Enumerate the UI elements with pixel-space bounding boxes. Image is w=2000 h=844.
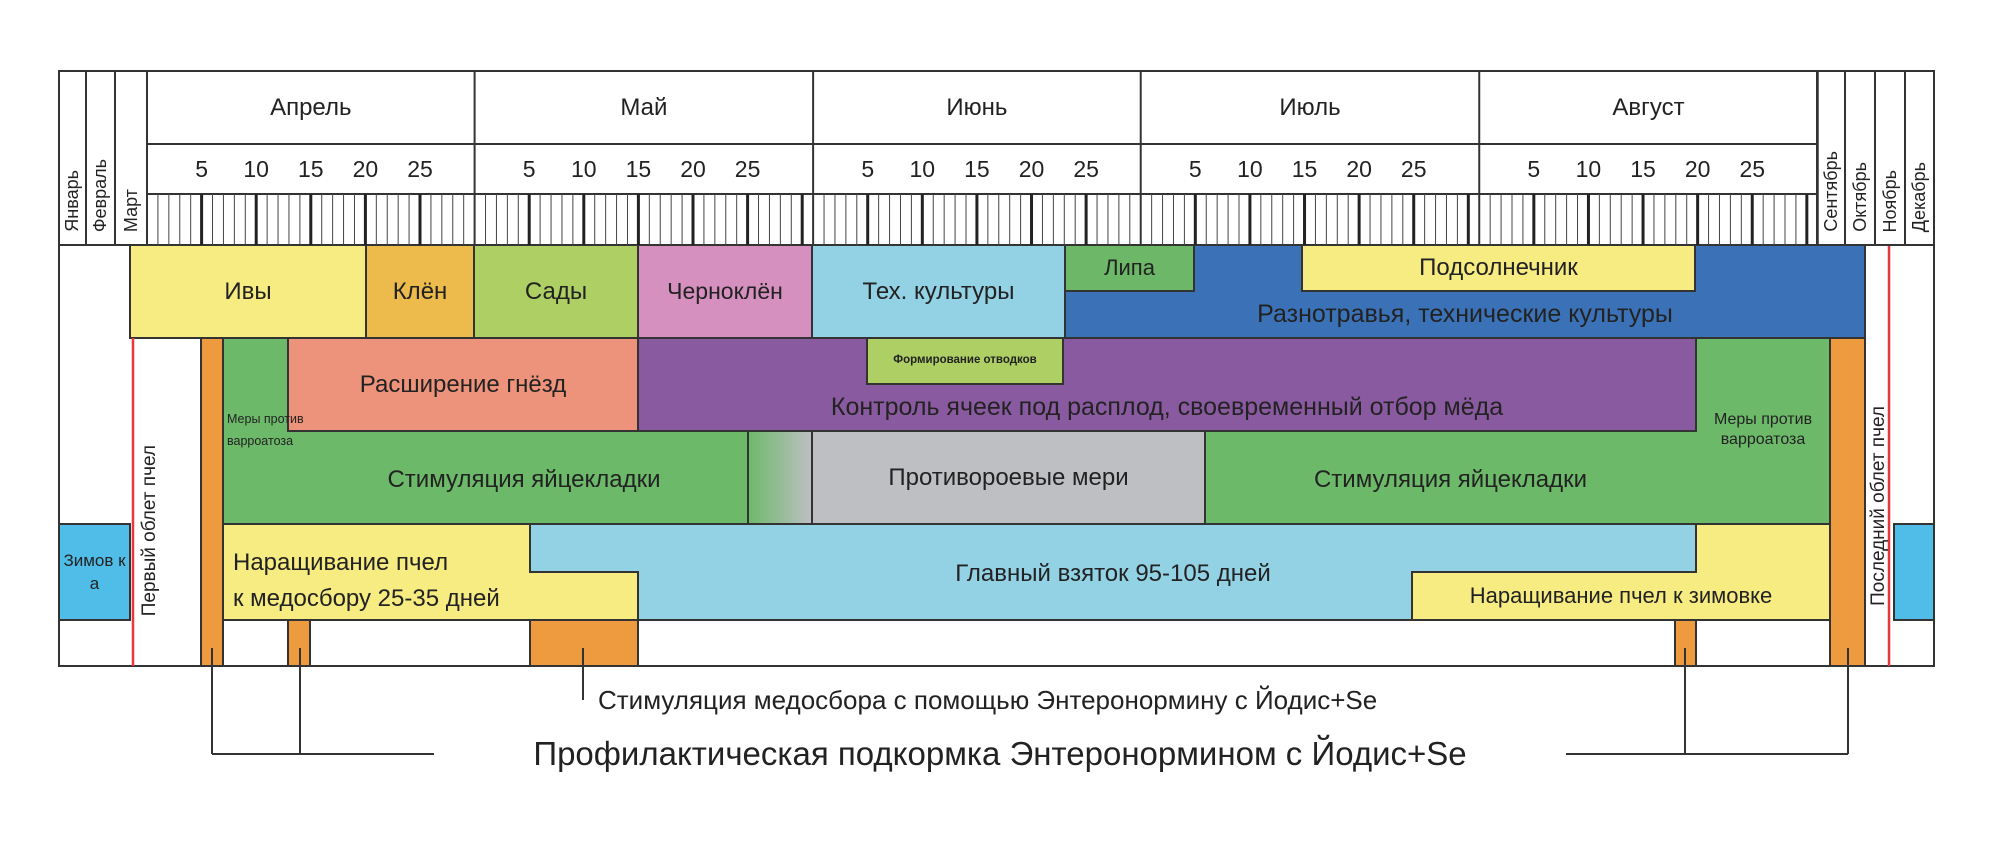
wintering-left-bar	[58, 523, 131, 621]
sunflower-bar	[1301, 244, 1696, 292]
month-february: Февраль	[89, 159, 110, 233]
last-flight-label: Последний облет пчел	[1868, 406, 1889, 606]
orchards-label: Сады	[524, 277, 588, 305]
day-number: 10	[243, 155, 269, 182]
day-number: 25	[1073, 155, 1099, 182]
day-number: 10	[1575, 155, 1602, 182]
honey-stimulation-callout: Стимуляция медосбора с помощью Энтеронор…	[598, 685, 1378, 716]
day-number: 5	[861, 155, 875, 182]
black-maple-label: Черноклён	[667, 278, 783, 305]
day-number: 25	[734, 155, 761, 182]
cell-control-bar	[637, 337, 1697, 432]
main-flow-label: Главный взяток 95-105 дней	[955, 560, 1271, 588]
day-number: 25	[407, 155, 433, 182]
linden-label: Липа	[1104, 255, 1155, 281]
sunflower-label: Подсолнечник	[1419, 254, 1578, 282]
month-label: Август	[1612, 93, 1685, 121]
willows-label: Ивы	[224, 277, 272, 305]
day-number: 20	[680, 155, 706, 182]
varroa-autumn-label: Меры против варроатоза	[1713, 411, 1813, 448]
anti-swarm-label: Противороевые мери	[888, 463, 1129, 491]
maple-label: Клён	[392, 277, 448, 305]
month-january: Январь	[61, 170, 82, 232]
prophylactic-feeding-callout: Профилактическая подкормка Энтеронормино…	[533, 735, 1467, 773]
day-number: 10	[909, 155, 936, 182]
buildup-honey-label-2: к медосбору 25-35 дней	[233, 584, 500, 612]
day-number: 25	[1739, 155, 1766, 182]
day-number: 15	[1630, 155, 1656, 182]
egg-stimulation-label-2: Стимуляция яйцекладки	[1313, 466, 1588, 494]
linden-bar	[1064, 244, 1195, 292]
day-number: 15	[298, 155, 324, 182]
day-number: 25	[1400, 155, 1427, 182]
tech-crops-bar	[811, 244, 1066, 339]
day-number: 20	[1684, 155, 1711, 182]
month-label: Апрель	[270, 93, 352, 121]
day-number: 20	[1018, 155, 1045, 182]
prophylactic-bar-spring	[200, 337, 224, 667]
cell-control-label: Контроль ячеек под расплод, своевременны…	[830, 393, 1504, 422]
willows-bar	[129, 244, 367, 339]
wintering-right-bar	[1893, 523, 1935, 621]
day-number: 10	[1237, 155, 1263, 182]
day-number: 10	[571, 155, 597, 182]
month-label: Июнь	[946, 93, 1008, 121]
day-number: 15	[1291, 155, 1318, 182]
buildup-honey-label-1: Наращивание пчел	[233, 548, 449, 576]
month-march: Март	[120, 189, 141, 233]
month-label: Май	[620, 93, 668, 121]
nest-expansion-label: Расширение гнёзд	[359, 370, 567, 398]
day-number: 15	[964, 155, 990, 182]
transition-gradient	[747, 430, 813, 525]
herbs-label: Разнотравья, технические культуры	[1257, 300, 1673, 329]
egg-stimulation-label-1: Стимуляция яйцекладки	[387, 466, 661, 494]
day-number: 20	[352, 155, 379, 182]
day-number: 5	[1527, 155, 1541, 182]
month-label: Июль	[1279, 93, 1341, 121]
day-number: 20	[1346, 155, 1372, 182]
anti-swarm-bar	[811, 430, 1206, 525]
first-flight-label: Первый облет пчел	[139, 445, 160, 617]
buildup-winter-label: Наращивание пчел к зимовке	[1469, 583, 1773, 609]
prophylactic-bar-autumn	[1829, 337, 1866, 667]
day-number: 5	[195, 155, 208, 182]
day-number: 5	[522, 155, 536, 182]
wintering-left-label: Зимов ка	[63, 550, 126, 593]
month-november: Ноябрь	[1879, 170, 1900, 233]
varroa-spring-label: Меры против варроатоза	[227, 411, 304, 449]
day-number: 15	[625, 155, 652, 182]
tech-crops-label: Тех. культуры	[862, 277, 1015, 305]
month-october: Октябрь	[1849, 162, 1870, 232]
month-december: Декабрь	[1908, 162, 1929, 233]
splits-label: Формирование отводков	[893, 354, 1037, 367]
month-september: Сентябрь	[1820, 151, 1841, 232]
splits-bar	[866, 337, 1064, 385]
day-number: 5	[1188, 155, 1202, 182]
